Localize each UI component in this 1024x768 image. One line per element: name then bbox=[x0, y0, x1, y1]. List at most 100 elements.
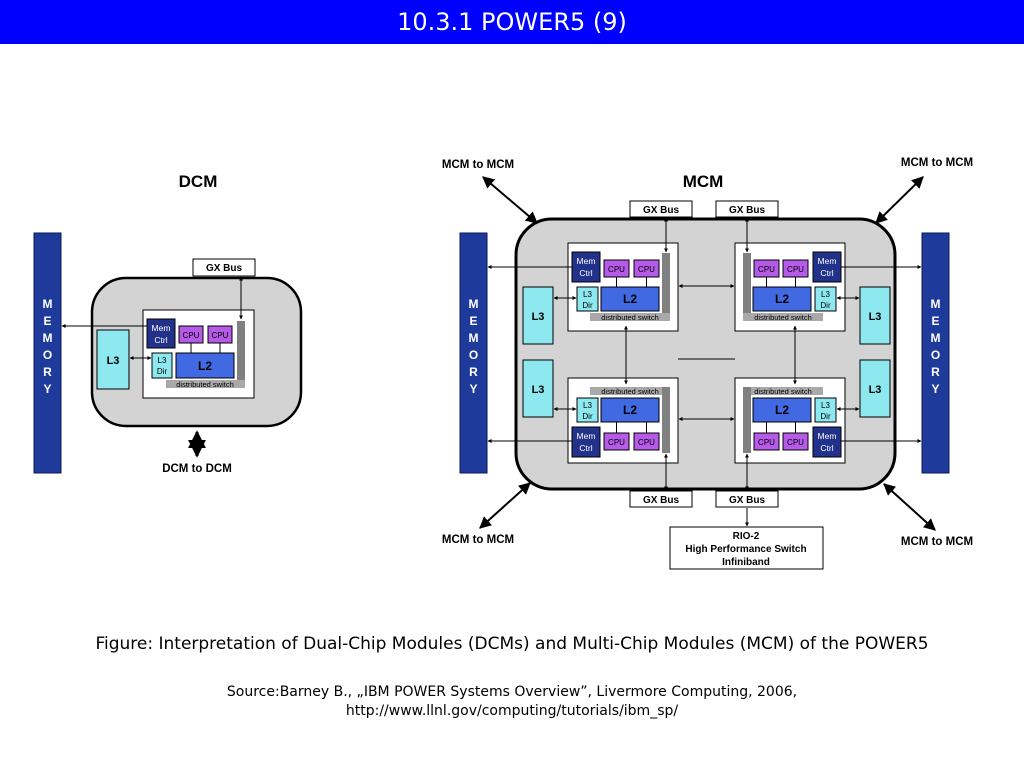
mcm-l3-top-right bbox=[859, 286, 891, 345]
chip-tl-memctrl-1: Mem bbox=[577, 256, 596, 266]
dcm-l3 bbox=[96, 329, 130, 390]
memory-letter: Y bbox=[931, 382, 939, 396]
mcm-gx-bus-top-right bbox=[715, 200, 779, 218]
chip-bl-switch: distributed switch bbox=[601, 387, 659, 396]
rio-label-1: RIO-2 bbox=[733, 531, 760, 542]
mcm-l3-top-left bbox=[522, 286, 554, 345]
dcm-to-dcm-label: DCM to DCM bbox=[162, 463, 232, 475]
dcm-cpu-1-label: CPU bbox=[183, 331, 200, 340]
slide-title: 10.3.1 POWER5 (9) bbox=[0, 0, 1024, 44]
chip-tr-memctrl-1: Mem bbox=[818, 256, 837, 266]
dcm-l2-label: L2 bbox=[198, 359, 212, 373]
figure-caption: Figure: Interpretation of Dual-Chip Modu… bbox=[95, 634, 929, 654]
mcm-chip-top-right: Mem Ctrl CPU CPU L3 Dir L2 distributed s… bbox=[734, 242, 846, 332]
chip-tl-l3dir-1: L3 bbox=[583, 290, 592, 299]
mcm-gx-bus-bottom-left-label: GX Bus bbox=[643, 495, 680, 506]
chip-tr-l2: L2 bbox=[775, 292, 789, 306]
mcm-l3-bottom-left-label: L3 bbox=[532, 384, 545, 396]
chip-br-l3dir-2: Dir bbox=[820, 412, 831, 421]
memory-letter: R bbox=[43, 365, 52, 379]
mcm-l3-bottom-right bbox=[859, 359, 891, 418]
chip-br-cpu-2: CPU bbox=[787, 438, 804, 447]
dcm-l2 bbox=[175, 352, 235, 379]
rio-label-3: Infiniband bbox=[722, 557, 770, 568]
mcm-gx-bus-top-left bbox=[629, 200, 693, 218]
rio-label-2: High Performance Switch bbox=[685, 544, 806, 555]
memory-letter: Y bbox=[469, 382, 477, 396]
source-citation: Source:Barney B., „IBM POWER Systems Ove… bbox=[0, 683, 1024, 721]
mcm-l3-bottom-left bbox=[522, 359, 554, 418]
mcm-connections bbox=[487, 217, 922, 491]
chip-br-switch: distributed switch bbox=[754, 387, 812, 396]
chip-br-cpu-1: CPU bbox=[758, 438, 775, 447]
memory-letter: O bbox=[469, 348, 478, 362]
chip-tl-memctrl-2: Ctrl bbox=[579, 268, 592, 278]
chip-tl-switch: distributed switch bbox=[601, 313, 659, 322]
memory-letter: E bbox=[931, 314, 939, 328]
chip-bl-l3dir-1: L3 bbox=[583, 401, 592, 410]
mcm-to-mcm-label-br: MCM to MCM bbox=[901, 536, 973, 548]
memory-letter: R bbox=[931, 365, 940, 379]
dcm-mem-ctrl bbox=[146, 318, 176, 349]
dcm-l3-dir-label-2: Dir bbox=[157, 367, 168, 376]
memory-letter: R bbox=[469, 365, 478, 379]
mcm-chip-bottom-right: distributed switch L3 Dir L2 Mem Ctrl CP… bbox=[734, 377, 846, 464]
mcm-gx-bus-top-right-label: GX Bus bbox=[729, 205, 766, 216]
chip-tl-l2: L2 bbox=[623, 292, 637, 306]
dcm-distributed-switch: distributed switch bbox=[176, 380, 234, 389]
chip-tl-cpu-2: CPU bbox=[638, 265, 655, 274]
chip-bl-memctrl-2: Ctrl bbox=[579, 443, 592, 453]
mcm-chip-bottom-left: distributed switch L3 Dir L2 Mem Ctrl CP… bbox=[567, 377, 679, 464]
memory-letter: E bbox=[43, 314, 51, 328]
mcm-gx-bus-top-left-label: GX Bus bbox=[643, 205, 680, 216]
chip-br-memctrl-2: Ctrl bbox=[820, 443, 833, 453]
chip-bl-cpu-2: CPU bbox=[638, 438, 655, 447]
memory-letter: E bbox=[469, 314, 477, 328]
memory-letter: M bbox=[931, 297, 941, 311]
dcm-l3-label: L3 bbox=[107, 355, 120, 367]
dcm-gx-bus-box bbox=[192, 258, 256, 277]
dcm-switch-bar bbox=[237, 321, 245, 383]
chip-tr-cpu-1: CPU bbox=[758, 265, 775, 274]
chip-tr-memctrl-2: Ctrl bbox=[820, 268, 833, 278]
chip-bl-cpu-1: CPU bbox=[608, 438, 625, 447]
chip-tr-switch: distributed switch bbox=[754, 313, 812, 322]
chip-br-l2: L2 bbox=[775, 403, 789, 417]
dcm-memory-bar: M E M O R Y bbox=[33, 232, 62, 474]
chip-br-l3dir-1: L3 bbox=[821, 401, 830, 410]
dcm-gx-bus-label: GX Bus bbox=[206, 263, 243, 274]
chip-bl-l2: L2 bbox=[623, 403, 637, 417]
chip-tr-l3dir-2: Dir bbox=[820, 301, 831, 310]
mcm-title: MCM bbox=[683, 172, 724, 191]
dcm-l3-dir-label-1: L3 bbox=[158, 356, 167, 365]
chip-bl-memctrl-1: Mem bbox=[577, 431, 596, 441]
dcm-mem-ctrl-label-1: Mem bbox=[152, 323, 171, 333]
mcm-memory-bar-right: M E M O R Y bbox=[921, 232, 950, 474]
chip-tl-cpu-1: CPU bbox=[608, 265, 625, 274]
memory-letter: O bbox=[43, 348, 52, 362]
mcm-memory-bar-left: M E M O R Y bbox=[459, 232, 488, 474]
source-line-1: Source:Barney B., „IBM POWER Systems Ove… bbox=[226, 684, 798, 700]
memory-letter: M bbox=[43, 297, 53, 311]
memory-letter: M bbox=[469, 331, 479, 345]
dcm-l3-dir bbox=[151, 352, 173, 379]
mcm-to-mcm-label-tr: MCM to MCM bbox=[901, 157, 973, 169]
dcm-switch-strip bbox=[166, 380, 245, 388]
mcm-chip-top-left: Mem Ctrl CPU CPU L3 Dir L2 distributed s… bbox=[567, 242, 679, 332]
dcm-mem-ctrl-label-2: Ctrl bbox=[154, 335, 167, 345]
power5-diagram: DCM M E M O R Y GX Bus L3 Mem Ctrl CPU C… bbox=[33, 157, 973, 570]
mcm-gx-bus-bottom-right-label: GX Bus bbox=[729, 495, 766, 506]
mcm-gx-bus-bottom-left bbox=[629, 490, 693, 508]
source-url: http://www.llnl.gov/computing/tutorials/… bbox=[345, 703, 679, 719]
chip-bl-l3dir-2: Dir bbox=[582, 412, 593, 421]
mcm-l3-top-left-label: L3 bbox=[532, 311, 545, 323]
mcm-gx-bus-bottom-right bbox=[715, 490, 779, 508]
mcm-to-mcm-label-bl: MCM to MCM bbox=[442, 534, 514, 546]
memory-letter: M bbox=[469, 297, 479, 311]
chip-tr-l3dir-1: L3 bbox=[821, 290, 830, 299]
mcm-l3-bottom-right-label: L3 bbox=[869, 384, 882, 396]
memory-letter: O bbox=[931, 348, 940, 362]
chip-br-memctrl-1: Mem bbox=[818, 431, 837, 441]
memory-letter: M bbox=[931, 331, 941, 345]
chip-tr-cpu-2: CPU bbox=[787, 265, 804, 274]
